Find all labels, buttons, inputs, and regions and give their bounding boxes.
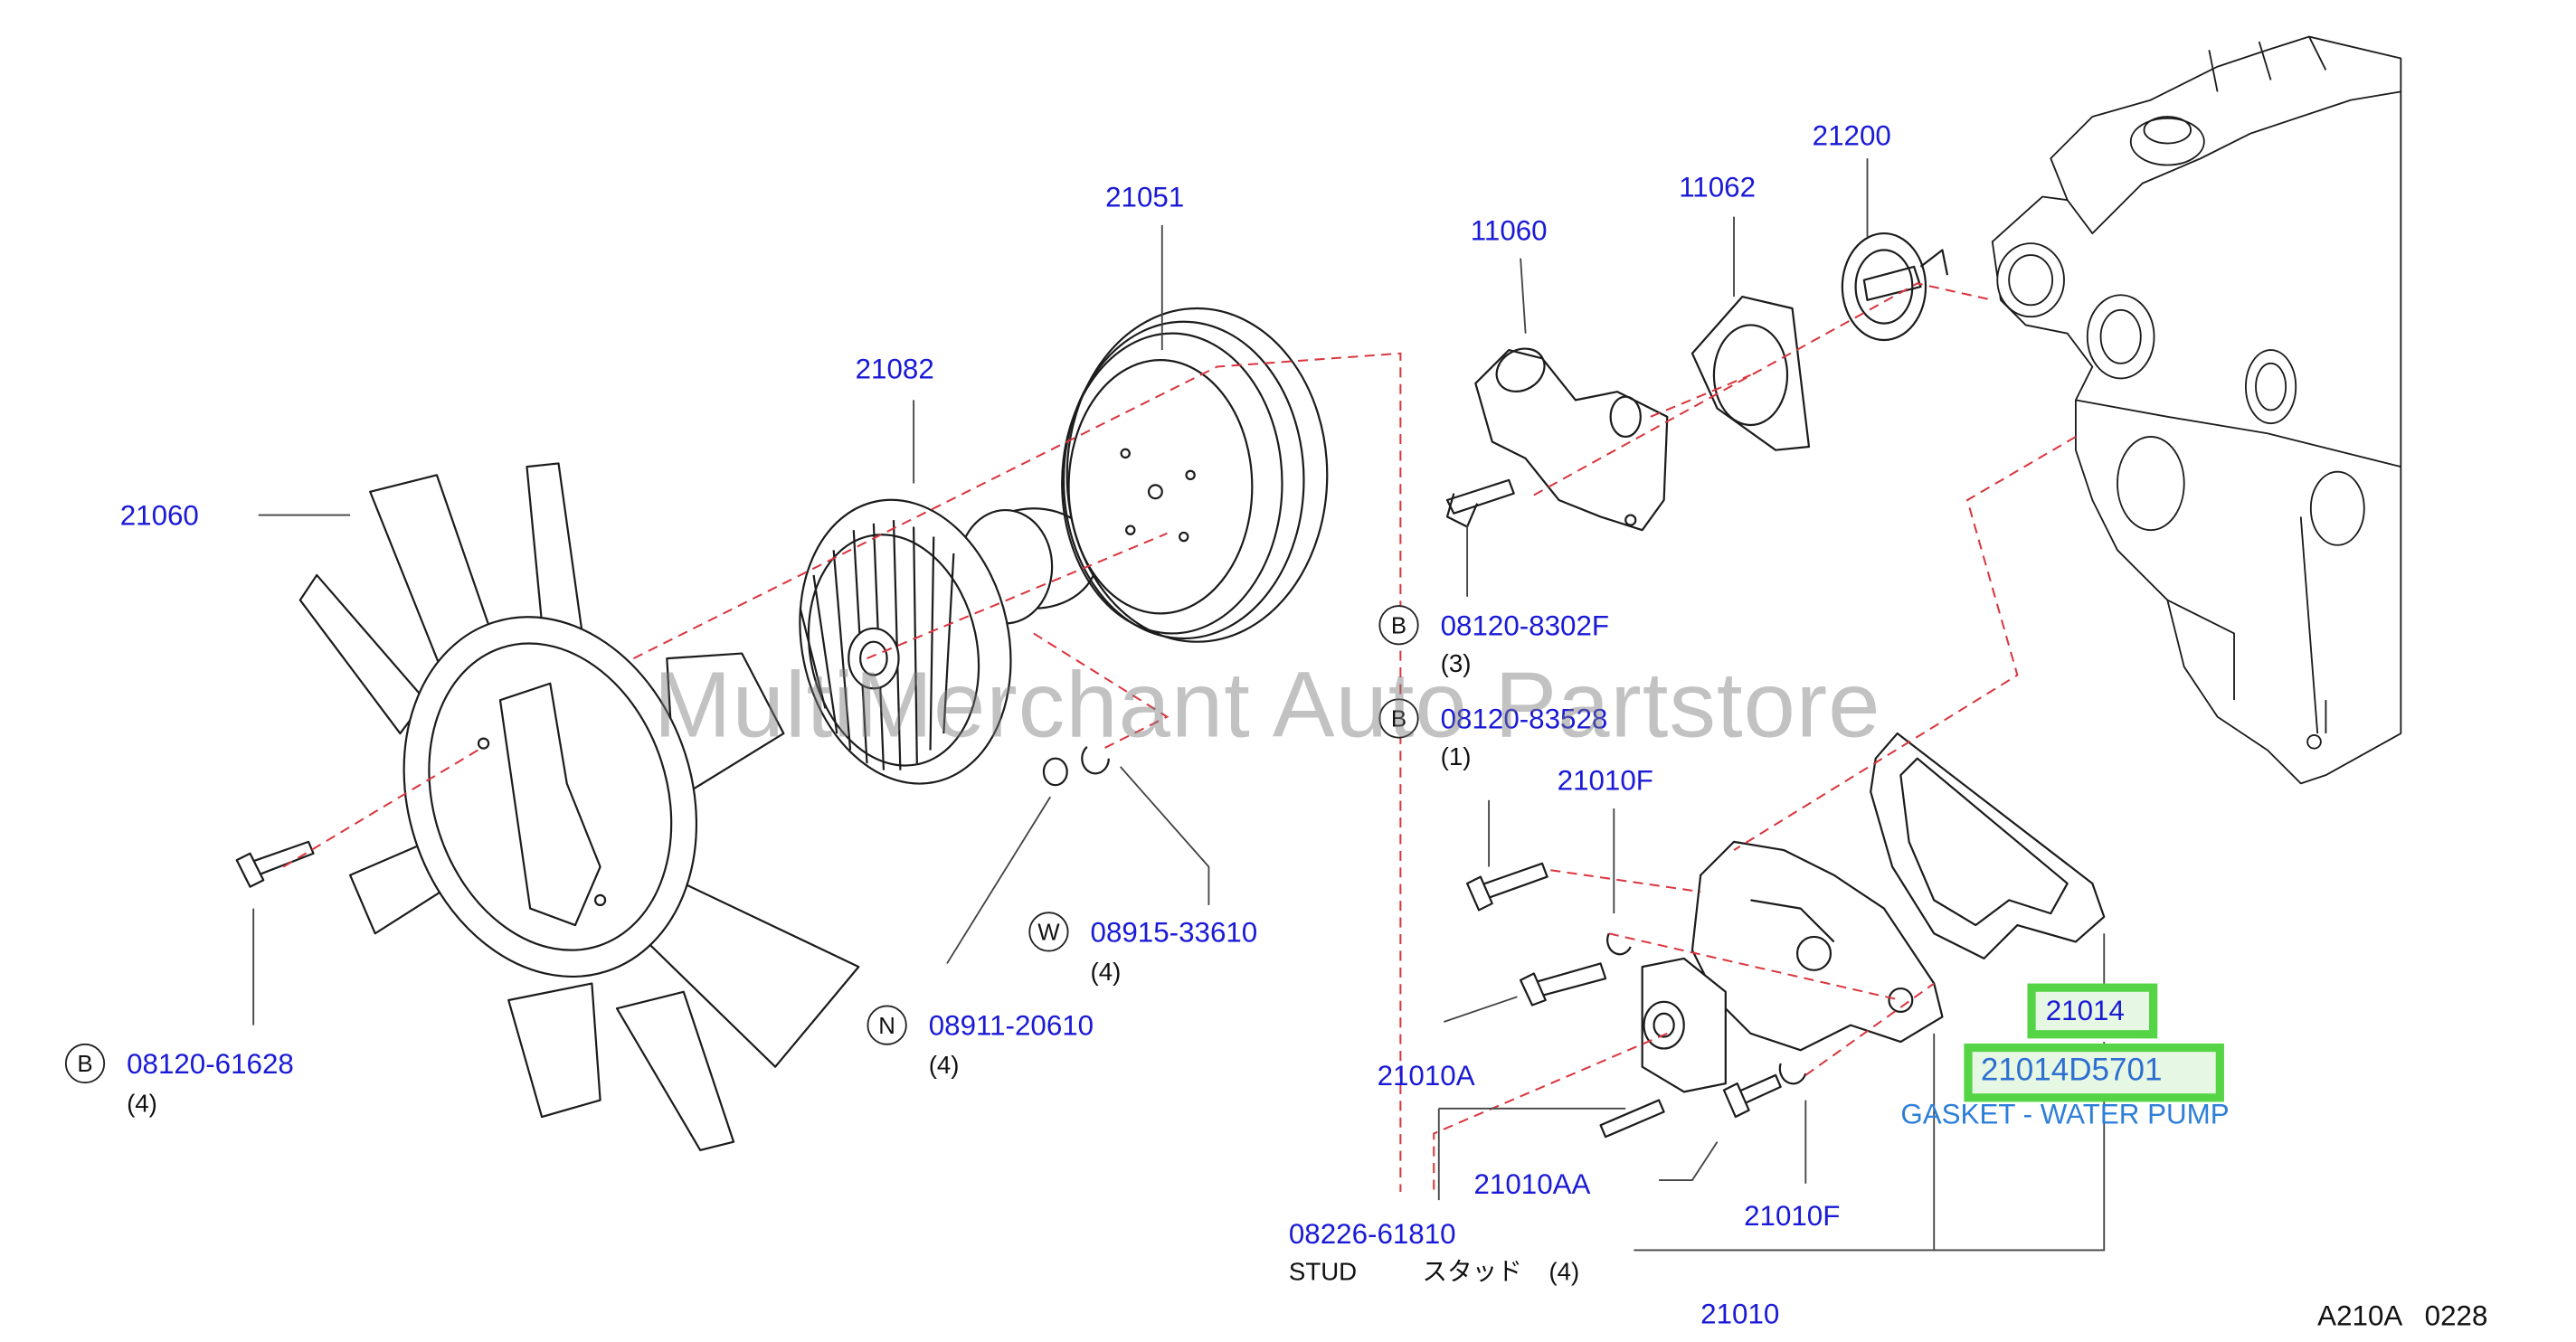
cooling-fan-drawing: [298, 462, 860, 1151]
part-label-21200[interactable]: 21200: [1812, 119, 1891, 152]
highlight-description: GASKET - WATER PUMP: [1900, 1098, 2230, 1130]
engine-block-drawing: [1991, 35, 2402, 785]
part-label-08911-20610[interactable]: 08911-20610: [928, 1010, 1094, 1043]
pulley-drawing: [1061, 307, 1329, 643]
water-pump-drawing: [1641, 840, 1944, 1093]
part-label-21014[interactable]: 21014: [2045, 995, 2125, 1027]
fastener-qty: (4): [1090, 958, 1122, 988]
fastener-qty: (1): [1440, 743, 1472, 772]
fastener-code-circle: N: [867, 1005, 907, 1045]
part-label-11062[interactable]: 11062: [1679, 171, 1757, 203]
part-label-21014d5701[interactable]: 21014D5701: [1980, 1053, 2163, 1089]
part-label-11060[interactable]: 11060: [1470, 214, 1548, 247]
part-label-21082[interactable]: 21082: [855, 353, 934, 385]
fastener-qty: (4): [928, 1052, 960, 1081]
part-label-21010f-bottom[interactable]: 21010F: [1744, 1200, 1841, 1233]
water-pump-gasket-drawing: [1870, 732, 2106, 960]
part-label-08120-61628[interactable]: 08120-61628: [127, 1048, 294, 1081]
part-label-08226-61810[interactable]: 08226-61810: [1288, 1218, 1456, 1251]
outlet-gasket-drawing: [1690, 296, 1811, 451]
water-outlet-drawing: [1445, 347, 1669, 532]
part-label-21010aa[interactable]: 21010AA: [1473, 1168, 1591, 1201]
part-label-21010f-top[interactable]: 21010F: [1557, 765, 1653, 798]
fastener-code-circle: B: [1378, 698, 1419, 739]
part-label-08120-8302f[interactable]: 08120-8302F: [1440, 610, 1610, 642]
part-label-08915-33610[interactable]: 08915-33610: [1090, 916, 1258, 949]
fastener-code-circle: B: [1378, 605, 1419, 646]
fastener-qty: (4): [127, 1090, 157, 1119]
stud-label: STUD: [1288, 1258, 1358, 1288]
fastener-qty: (3): [1440, 649, 1472, 679]
highlight-box-21014d5701: [1964, 1043, 2224, 1102]
diagram-code: A210A 0228: [2317, 1299, 2488, 1332]
fastener-code-circle: W: [1028, 912, 1069, 952]
part-label-21051[interactable]: 21051: [1105, 181, 1185, 213]
part-label-21010[interactable]: 21010: [1700, 1298, 1780, 1330]
part-label-21060[interactable]: 21060: [119, 499, 199, 533]
highlight-box-21014: [2027, 983, 2158, 1039]
stud-qty: (4): [1548, 1258, 1580, 1288]
watermark: MultiMerchant Auto Partstore: [653, 651, 1881, 757]
part-label-08120-83528[interactable]: 08120-83528: [1440, 703, 1608, 735]
fastener-drawings: [235, 745, 1807, 1139]
stud-label-japanese: スタッド: [1422, 1258, 1522, 1288]
part-label-21010a[interactable]: 21010A: [1377, 1060, 1475, 1092]
fastener-code-circle: B: [64, 1043, 106, 1084]
